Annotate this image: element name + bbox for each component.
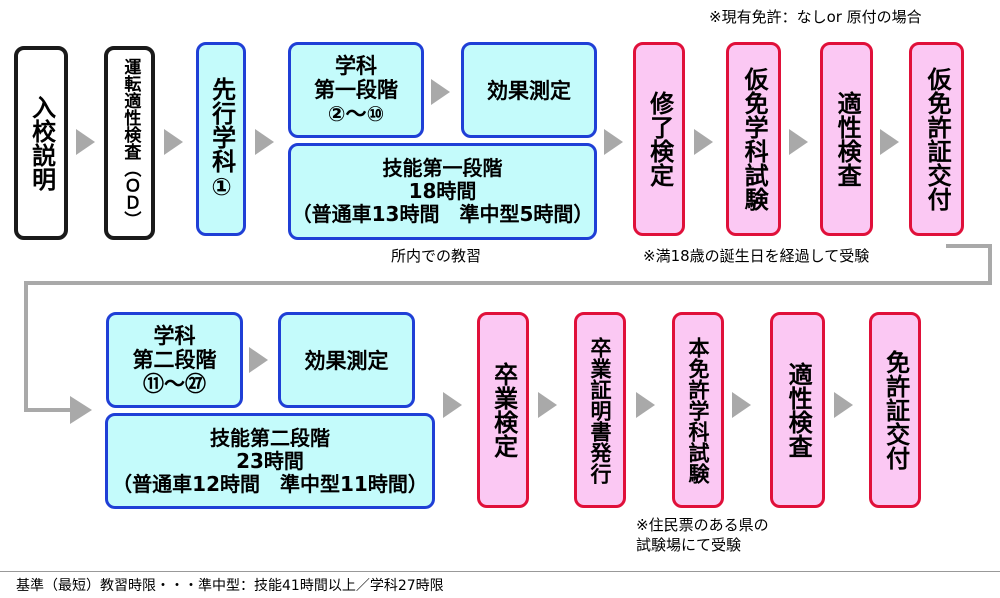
effect-test1-label: 効果測定 <box>487 79 571 103</box>
pre-lecture-label: 先行学科① <box>207 77 236 201</box>
footer-divider <box>0 571 1000 572</box>
top-note: ※現有免許：なしor 原付の場合 <box>709 8 922 26</box>
certificate-issue-label: 卒業証明書発行 <box>588 336 613 484</box>
flow-arrow <box>636 392 655 418</box>
aptitude-od-label: 運転適性検査（ＯＤ） <box>120 58 141 228</box>
aptitude-test1-label: 適性検査 <box>833 91 862 187</box>
flow-arrow <box>694 129 713 155</box>
provisional-issue-step: 仮免許証交付 <box>909 42 964 236</box>
skill-stage1-box: 技能第一段階 18時間 （普通車13時間 準中型5時間） <box>288 143 597 240</box>
residence-note: ※住民票のある県の 試験場にて受験 <box>636 516 769 555</box>
aptitude-od-step: 運転適性検査（ＯＤ） <box>104 46 155 240</box>
effect-test2-box: 効果測定 <box>278 312 415 408</box>
age-note: ※満18歳の誕生日を経過して受験 <box>643 247 870 265</box>
flow-arrow <box>538 392 557 418</box>
flow-arrow <box>76 129 95 155</box>
in-school-note: 所内での教習 <box>391 247 482 265</box>
flow-arrow <box>789 129 808 155</box>
academic-stage1-box: 学科 第一段階 ②～⑩ <box>288 42 424 138</box>
effect-test1-box: 効果測定 <box>461 42 597 138</box>
footer-note: 基準（最短）教習時限・・・準中型：技能41時間以上／学科27時限 <box>16 578 444 594</box>
license-test-label: 本免許学科試験 <box>686 336 711 484</box>
academic-stage2-box: 学科 第二段階 ⑪～㉗ <box>106 312 243 408</box>
provisional-test-step: 仮免学科試験 <box>726 42 781 236</box>
pre-lecture-step: 先行学科① <box>196 42 246 236</box>
graduation-exam-step: 卒業検定 <box>477 312 529 508</box>
flow-arrow <box>255 129 274 155</box>
certificate-issue-step: 卒業証明書発行 <box>574 312 626 508</box>
graduation-exam-label: 卒業検定 <box>489 362 518 458</box>
skill-stage2-box: 技能第二段階 23時間 （普通車12時間 準中型11時間） <box>105 413 435 509</box>
effect-test2-label: 効果測定 <box>304 349 389 373</box>
intro-step: 入校説明 <box>14 46 68 240</box>
aptitude-test1-step: 適性検査 <box>820 42 873 236</box>
completion-exam-step: 修了検定 <box>633 42 685 236</box>
flow-arrow <box>443 392 462 418</box>
flow-arrow <box>880 129 899 155</box>
license-issue-label: 免許証交付 <box>881 350 910 470</box>
license-issue-step: 免許証交付 <box>869 312 921 508</box>
flow-arrow <box>732 392 751 418</box>
flow-arrow <box>604 129 623 155</box>
provisional-issue-label: 仮免許証交付 <box>923 67 952 211</box>
license-test-step: 本免許学科試験 <box>672 312 724 508</box>
flow-arrow <box>164 129 183 155</box>
flow-arrow <box>249 347 268 373</box>
connector-arrowhead <box>70 396 92 424</box>
flow-arrow <box>834 392 853 418</box>
provisional-test-label: 仮免学科試験 <box>740 67 769 211</box>
aptitude-test2-label: 適性検査 <box>784 362 813 458</box>
connector-line <box>24 244 992 412</box>
flow-arrow <box>431 79 450 105</box>
completion-exam-label: 修了検定 <box>645 91 674 187</box>
aptitude-test2-step: 適性検査 <box>770 312 825 508</box>
intro-label: 入校説明 <box>27 95 56 191</box>
